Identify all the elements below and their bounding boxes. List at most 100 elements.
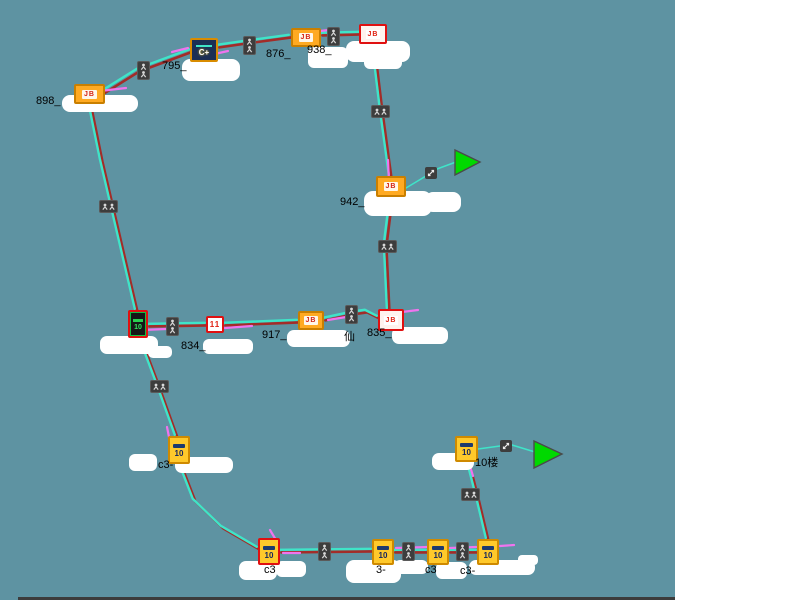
splice-closure-icon[interactable] bbox=[166, 317, 179, 336]
node-label: 917_ bbox=[262, 329, 287, 341]
node-glyph: 10 bbox=[174, 449, 184, 458]
redaction-blob bbox=[129, 454, 157, 471]
node-glyph: 10 bbox=[433, 551, 443, 560]
redaction-blob bbox=[394, 560, 428, 574]
node-label: 876_ bbox=[266, 48, 291, 60]
right-whitespace bbox=[675, 0, 800, 600]
splice-closure-icon[interactable] bbox=[345, 305, 358, 324]
cable-segment bbox=[221, 318, 298, 324]
node-label: c3 bbox=[264, 564, 276, 576]
expand-diagonal-icon[interactable] bbox=[425, 167, 437, 179]
cable-segment bbox=[224, 321, 301, 327]
redaction-blob bbox=[518, 555, 538, 565]
splice-closure-icon[interactable] bbox=[378, 240, 397, 253]
redaction-blob bbox=[346, 560, 401, 583]
node-cab-bottom-2[interactable]: 10 bbox=[427, 539, 449, 565]
redaction-blob bbox=[100, 336, 158, 354]
node-label: 942_ bbox=[340, 196, 365, 208]
splice-closure-icon[interactable] bbox=[327, 27, 340, 46]
node-jb-942[interactable]: JB bbox=[376, 176, 406, 197]
node-cab-bottom-3[interactable]: 10 bbox=[477, 539, 499, 565]
node-screen-bar bbox=[376, 546, 390, 550]
redaction-blob bbox=[308, 47, 348, 68]
cable-segment bbox=[498, 543, 516, 548]
node-label: c3- bbox=[158, 459, 174, 471]
map-overlay: JB C+ JB JB JB 10 11 JB JB 10 10 10 10 10 10 898_ 795_ 8… bbox=[36, 24, 564, 583]
node-ii-834[interactable]: 11 bbox=[206, 316, 224, 333]
node-glyph: JB bbox=[82, 89, 97, 99]
node-glyph: 10 bbox=[378, 551, 388, 560]
expand-diagonal-icon[interactable] bbox=[500, 440, 512, 452]
cable-segment bbox=[436, 161, 457, 170]
redaction-blob bbox=[148, 346, 172, 358]
node-glyph: JB bbox=[303, 316, 319, 325]
node-glyph: JB bbox=[365, 29, 381, 39]
node-jb-876[interactable]: JB bbox=[291, 28, 321, 47]
node-glyph: 10 bbox=[264, 550, 274, 560]
node-screen-bar bbox=[262, 545, 276, 550]
splice-closure-icon[interactable] bbox=[456, 542, 469, 561]
node-label: 3- bbox=[376, 564, 386, 576]
redaction-blob bbox=[287, 330, 350, 347]
cable-segment bbox=[223, 324, 254, 330]
node-label: c3 bbox=[425, 564, 437, 576]
node-cab-c3-left[interactable]: 10 bbox=[168, 436, 190, 464]
node-label: 795_ bbox=[162, 60, 187, 72]
node-cab-bottom-1[interactable]: 10 bbox=[372, 539, 394, 565]
redaction-blob bbox=[364, 56, 402, 69]
node-glyph: 10 bbox=[483, 551, 493, 560]
node-label: 898_ bbox=[36, 95, 61, 107]
node-label: 834_ bbox=[181, 340, 206, 352]
node-cab-c3-red[interactable]: 10 bbox=[258, 538, 280, 565]
node-glyph: C+ bbox=[198, 47, 210, 57]
cable-segment bbox=[87, 103, 136, 310]
splice-closure-icon[interactable] bbox=[243, 36, 256, 55]
bottom-edge-strip bbox=[18, 597, 675, 600]
cable-segment bbox=[400, 308, 420, 314]
node-cab-10lou[interactable]: 10 bbox=[455, 436, 478, 462]
node-label: c3- bbox=[460, 565, 476, 577]
node-screen-bar bbox=[481, 546, 495, 550]
node-jb-938[interactable]: JB bbox=[359, 24, 387, 44]
cable-segment bbox=[177, 461, 258, 548]
redaction-blob bbox=[203, 339, 253, 354]
node-cplus-795[interactable]: C+ bbox=[190, 38, 218, 62]
splice-closure-icon[interactable] bbox=[137, 61, 150, 80]
splice-closure-icon[interactable] bbox=[318, 542, 331, 561]
node-glyph: 10 bbox=[134, 324, 142, 331]
splice-closure-icon[interactable] bbox=[461, 488, 480, 501]
redaction-blob bbox=[436, 562, 467, 579]
redaction-blob bbox=[276, 561, 306, 577]
cable-segment bbox=[477, 445, 501, 450]
node-jb-835[interactable]: JB bbox=[378, 309, 404, 331]
node-glyph: 11 bbox=[209, 319, 221, 329]
cable-segment bbox=[90, 106, 139, 313]
cable-segment bbox=[405, 175, 427, 189]
cable-segment bbox=[170, 46, 190, 54]
redaction-blob bbox=[392, 327, 448, 344]
node-screen-bar bbox=[172, 444, 186, 448]
node-jb-917[interactable]: JB bbox=[298, 311, 324, 330]
node-label: 835_ bbox=[367, 327, 392, 339]
cable-segment bbox=[511, 444, 536, 453]
splice-closure-icon[interactable] bbox=[150, 380, 169, 393]
node-label: 938_ bbox=[307, 44, 332, 56]
splice-closure-icon[interactable] bbox=[402, 542, 415, 561]
node-screen-bar bbox=[195, 44, 213, 47]
node-label: 仙 bbox=[344, 331, 355, 343]
node-glyph: JB bbox=[383, 182, 399, 191]
node-glyph: JB bbox=[298, 33, 314, 42]
node-jb-898[interactable]: JB bbox=[74, 84, 105, 104]
node-screen-bar bbox=[431, 546, 445, 550]
node-screen-bar bbox=[132, 319, 144, 322]
node-glyph: 10 bbox=[462, 448, 471, 457]
cable-segment bbox=[326, 315, 348, 322]
node-glyph: JB bbox=[383, 315, 399, 325]
node-cab-green-10[interactable]: 10 bbox=[128, 310, 148, 338]
splice-closure-icon[interactable] bbox=[99, 200, 118, 213]
splice-closure-icon[interactable] bbox=[371, 105, 390, 118]
node-screen-bar bbox=[460, 443, 473, 447]
node-label: 10楼 bbox=[475, 457, 499, 469]
redaction-blob bbox=[425, 192, 461, 212]
